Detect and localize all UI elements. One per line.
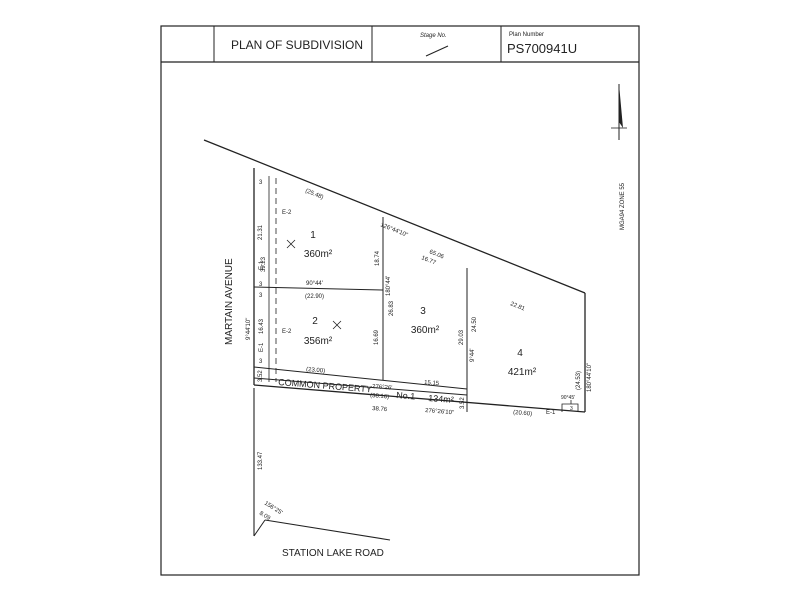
dim-d12: 38.76: [372, 406, 388, 413]
martain-avenue-label: MARTAIN AVENUE: [224, 258, 235, 345]
dim-d8: (23.00): [306, 367, 325, 374]
dim-d26: 180°44': [386, 276, 392, 296]
dim-d18: 21.31: [258, 224, 264, 240]
common-property-number: No.1: [396, 390, 416, 401]
lot-1-marker: [286, 239, 296, 249]
plan-number-label: Plan Number: [509, 32, 544, 38]
dim-d29: 24.50: [472, 316, 478, 332]
north-arrow: MGA94 ZONE 55: [611, 84, 627, 230]
lot-1-area: 360m²: [304, 249, 333, 260]
dim-d35: 3: [259, 359, 263, 365]
dim-d22: 3.52: [258, 370, 264, 382]
dim-d33: 3: [259, 282, 263, 288]
dim-d15: (24.53): [576, 371, 582, 390]
lot-3-number: 3: [420, 306, 426, 317]
station-lake-road-label: STATION LAKE ROAD: [282, 548, 384, 559]
dim-d34: 3: [259, 293, 263, 299]
dim-d24: 16.69: [374, 329, 380, 345]
lot-2-number: 2: [312, 316, 318, 327]
dim-d5: 22.81: [509, 301, 526, 312]
easement-e1-bottom: E-1: [259, 342, 265, 352]
common-property-label: COMMON PROPERTY: [278, 377, 372, 394]
dim-d13: 276°26'10": [425, 408, 454, 416]
dim-d9: 276°26': [372, 384, 393, 392]
dim-d21: 16.43: [259, 318, 265, 334]
dim-d36: 3: [570, 406, 573, 412]
dim-d10: 15.15: [424, 380, 440, 387]
dim-d7: (22.90): [305, 294, 324, 300]
dim-d30: 9°44': [470, 348, 476, 362]
plan-number: PS700941U: [507, 41, 577, 56]
dim-d3: 65.06: [428, 249, 445, 260]
sheet-border: [160, 25, 640, 576]
easement-e2-bottom: E-2: [282, 329, 292, 335]
common-property-area: 134m²: [428, 393, 454, 405]
dim-d32: 3: [259, 180, 263, 186]
dim-d1: (25.48): [304, 188, 324, 201]
dimension-labels: (25.48) 126°44'10" 65.06 16.77 22.81 90°…: [246, 180, 593, 522]
lot-3-area: 360m²: [411, 325, 440, 336]
lot-4-area: 421m²: [508, 367, 537, 378]
dim-d2: 126°44'10": [379, 222, 408, 238]
dim-d31: 3.52: [460, 397, 466, 409]
easement-e1-top: E-1: [259, 260, 265, 270]
easement-e2-top: E-2: [282, 210, 292, 216]
dim-d19: 39.23: [261, 256, 267, 272]
dim-d25: 26.83: [389, 300, 395, 316]
dim-d38: 8.09: [258, 511, 272, 523]
dim-d16: 180°44'10": [587, 363, 593, 392]
plan-title: PLAN OF SUBDIVISION: [231, 38, 363, 52]
north-arrow-label: MGA94 ZONE 55: [620, 182, 626, 230]
lot-2-marker: [332, 320, 342, 330]
lot-1-number: 1: [310, 230, 316, 241]
easement-e1-lot4: E-1: [546, 410, 556, 416]
parcel-boundary: [203, 139, 586, 541]
dim-d11: (38.16): [370, 393, 389, 400]
easement-labels: E-1 E-1 E-1 E-2 E-2: [259, 210, 556, 416]
dim-d23: 133.47: [258, 451, 264, 470]
lot-2-area: 356m²: [304, 336, 333, 347]
lot-4-number: 4: [517, 348, 523, 359]
stage-slash: [425, 45, 449, 57]
dim-d14: (20.60): [513, 410, 532, 417]
dim-d28: 29.03: [459, 329, 465, 345]
dim-d27: 18.74: [375, 250, 381, 266]
dim-d4: 16.77: [420, 255, 437, 266]
stage-label: Stage No.: [420, 33, 447, 39]
dim-d17: 90°45': [561, 395, 575, 401]
north-arrow-icon: [619, 84, 623, 128]
dim-d6: 90°44': [306, 281, 323, 287]
dim-d20: 9°44'10": [246, 318, 252, 340]
